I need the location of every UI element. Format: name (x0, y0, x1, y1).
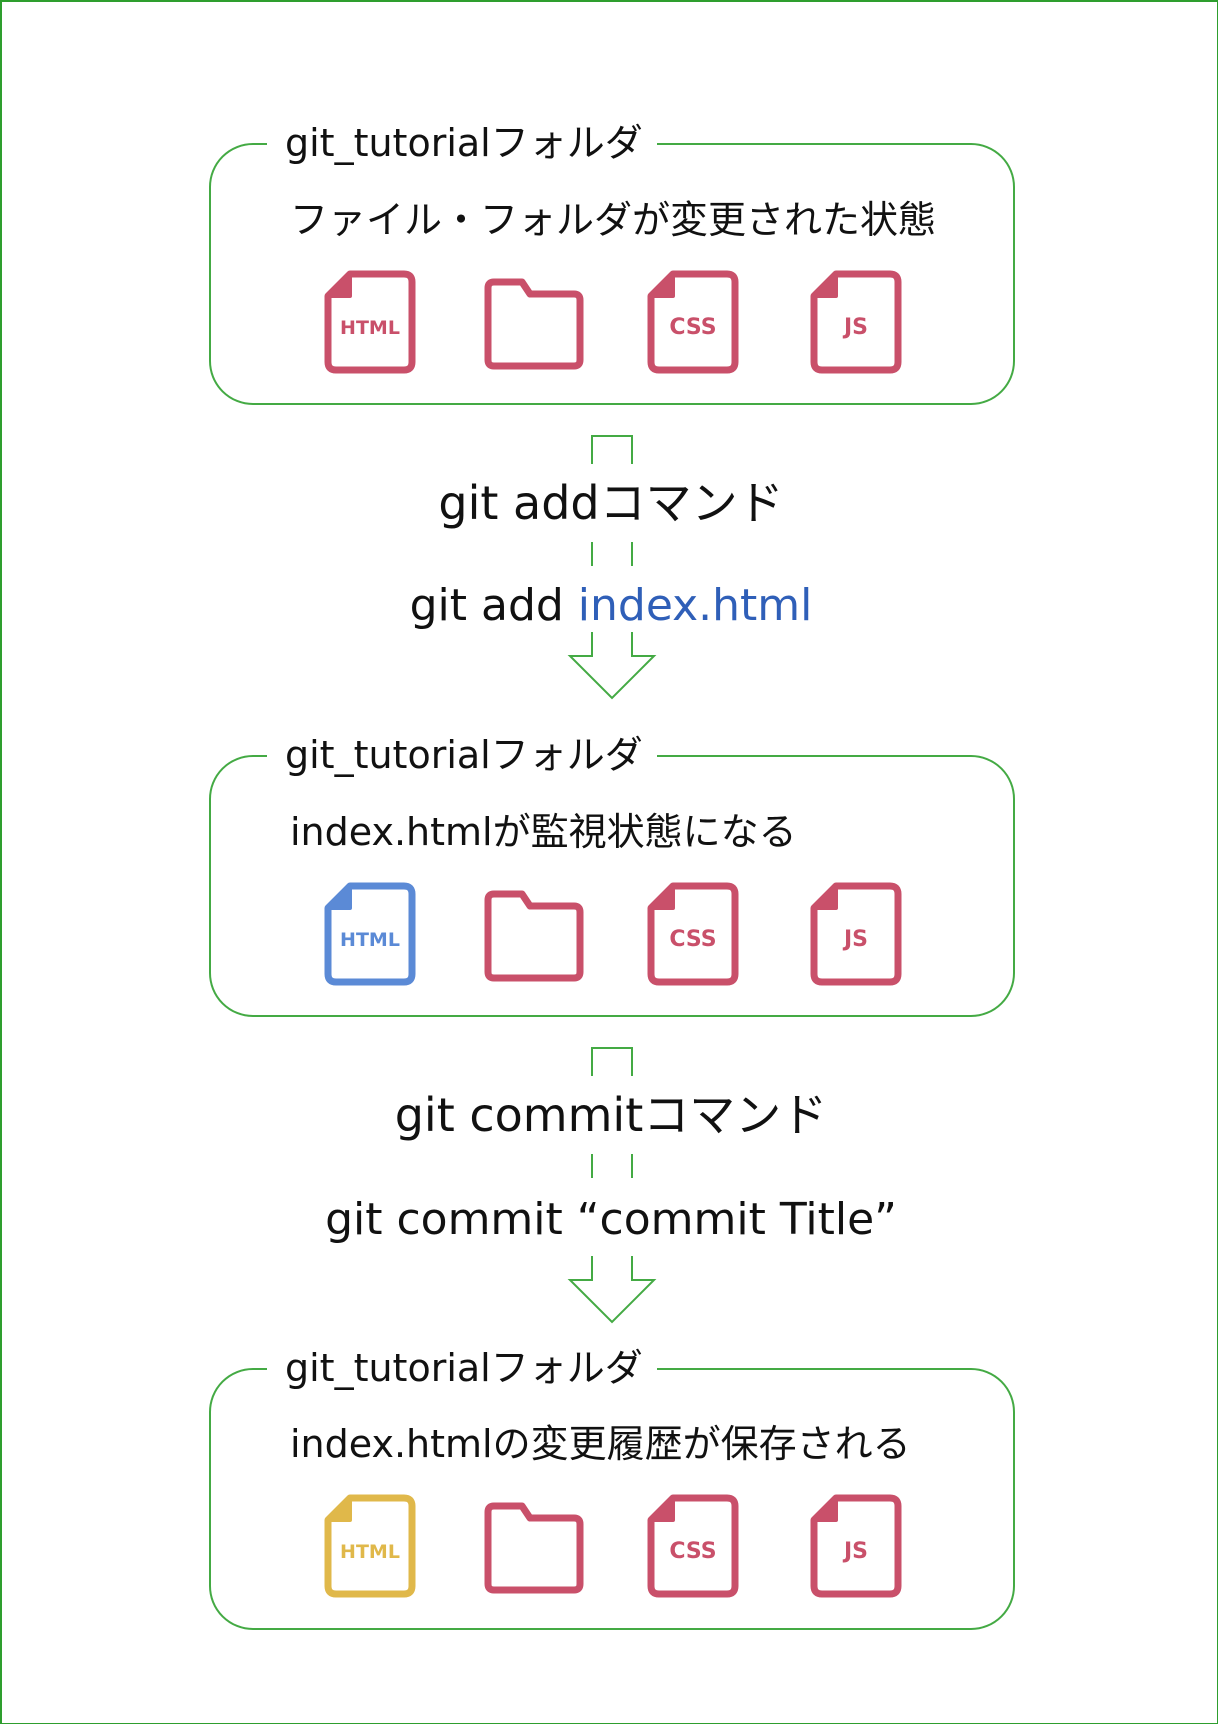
html-file-icon: HTML (320, 1492, 420, 1602)
step-1-command-prefix: git add (409, 580, 578, 631)
html-file-icon: HTML (320, 268, 420, 378)
css-file-icon: CSS (643, 880, 743, 990)
file-outline (324, 1494, 416, 1598)
folder-box-3-description: index.htmlの変更履歴が保存される (290, 1422, 911, 1466)
flow-arrow-1 (567, 435, 657, 700)
folder-icon-graphic (484, 1502, 584, 1594)
js-file-icon: JS (806, 880, 906, 990)
css-file-icon-graphic: CSS (647, 1494, 739, 1598)
file-outline (647, 882, 739, 986)
folder-icon (478, 274, 588, 374)
html-file-icon-graphic: HTML (324, 882, 416, 986)
file-outline (810, 270, 902, 374)
html-file-icon-graphic: HTML (324, 270, 416, 374)
folder-icon (478, 1498, 588, 1598)
file-corner-fold (649, 272, 675, 298)
folder-box-1-title: git_tutorialフォルダ (267, 121, 657, 165)
file-corner-fold (326, 884, 352, 910)
file-corner-fold (326, 1496, 352, 1522)
file-corner-fold (649, 1496, 675, 1522)
js-file-icon-graphic: JS (810, 882, 902, 986)
step-2-command-prefix: git commit “commit Title” (325, 1194, 897, 1245)
folder-outline (484, 278, 584, 370)
folder-icon-graphic (484, 890, 584, 982)
file-outline (647, 270, 739, 374)
file-corner-fold (812, 1496, 838, 1522)
folder-box-1-description: ファイル・フォルダが変更された状態 (290, 198, 937, 242)
folder-box-2-title: git_tutorialフォルダ (267, 733, 657, 777)
folder-outline (484, 890, 584, 982)
html-file-icon-graphic: HTML (324, 1494, 416, 1598)
file-type-label: JS (842, 315, 868, 340)
step-2-command-example: git commit “commit Title” (2, 1192, 1218, 1248)
css-file-icon-graphic: CSS (647, 270, 739, 374)
html-file-icon: HTML (320, 880, 420, 990)
file-corner-fold (812, 884, 838, 910)
css-file-icon: CSS (643, 268, 743, 378)
css-file-icon: CSS (643, 1492, 743, 1602)
file-corner-fold (326, 272, 352, 298)
file-type-label: CSS (669, 927, 716, 952)
folder-icon-graphic (484, 278, 584, 370)
file-corner-fold (649, 884, 675, 910)
folder-outline (484, 1502, 584, 1594)
file-outline (647, 1494, 739, 1598)
flow-arrow-2 (567, 1047, 657, 1324)
file-outline (810, 1494, 902, 1598)
step-1-filename: index.html (577, 580, 813, 631)
file-type-label: CSS (669, 1539, 716, 1564)
file-type-label: HTML (340, 1541, 400, 1563)
file-type-label: CSS (669, 315, 716, 340)
js-file-icon-graphic: JS (810, 270, 902, 374)
file-outline (810, 882, 902, 986)
file-outline (324, 882, 416, 986)
folder-box-2-description: index.htmlが監視状態になる (290, 810, 797, 854)
js-file-icon: JS (806, 1492, 906, 1602)
file-type-label: HTML (340, 317, 400, 339)
js-file-icon: JS (806, 268, 906, 378)
folder-box-3-title: git_tutorialフォルダ (267, 1346, 657, 1390)
file-type-label: HTML (340, 929, 400, 951)
step-1-command-example: git add index.html (2, 578, 1218, 634)
file-type-label: JS (842, 1539, 868, 1564)
step-1-command-title: git addコマンド (2, 474, 1218, 532)
step-2-command-title: git commitコマンド (2, 1086, 1218, 1144)
file-corner-fold (812, 272, 838, 298)
folder-icon (478, 886, 588, 986)
file-outline (324, 270, 416, 374)
file-type-label: JS (842, 927, 868, 952)
css-file-icon-graphic: CSS (647, 882, 739, 986)
js-file-icon-graphic: JS (810, 1494, 902, 1598)
